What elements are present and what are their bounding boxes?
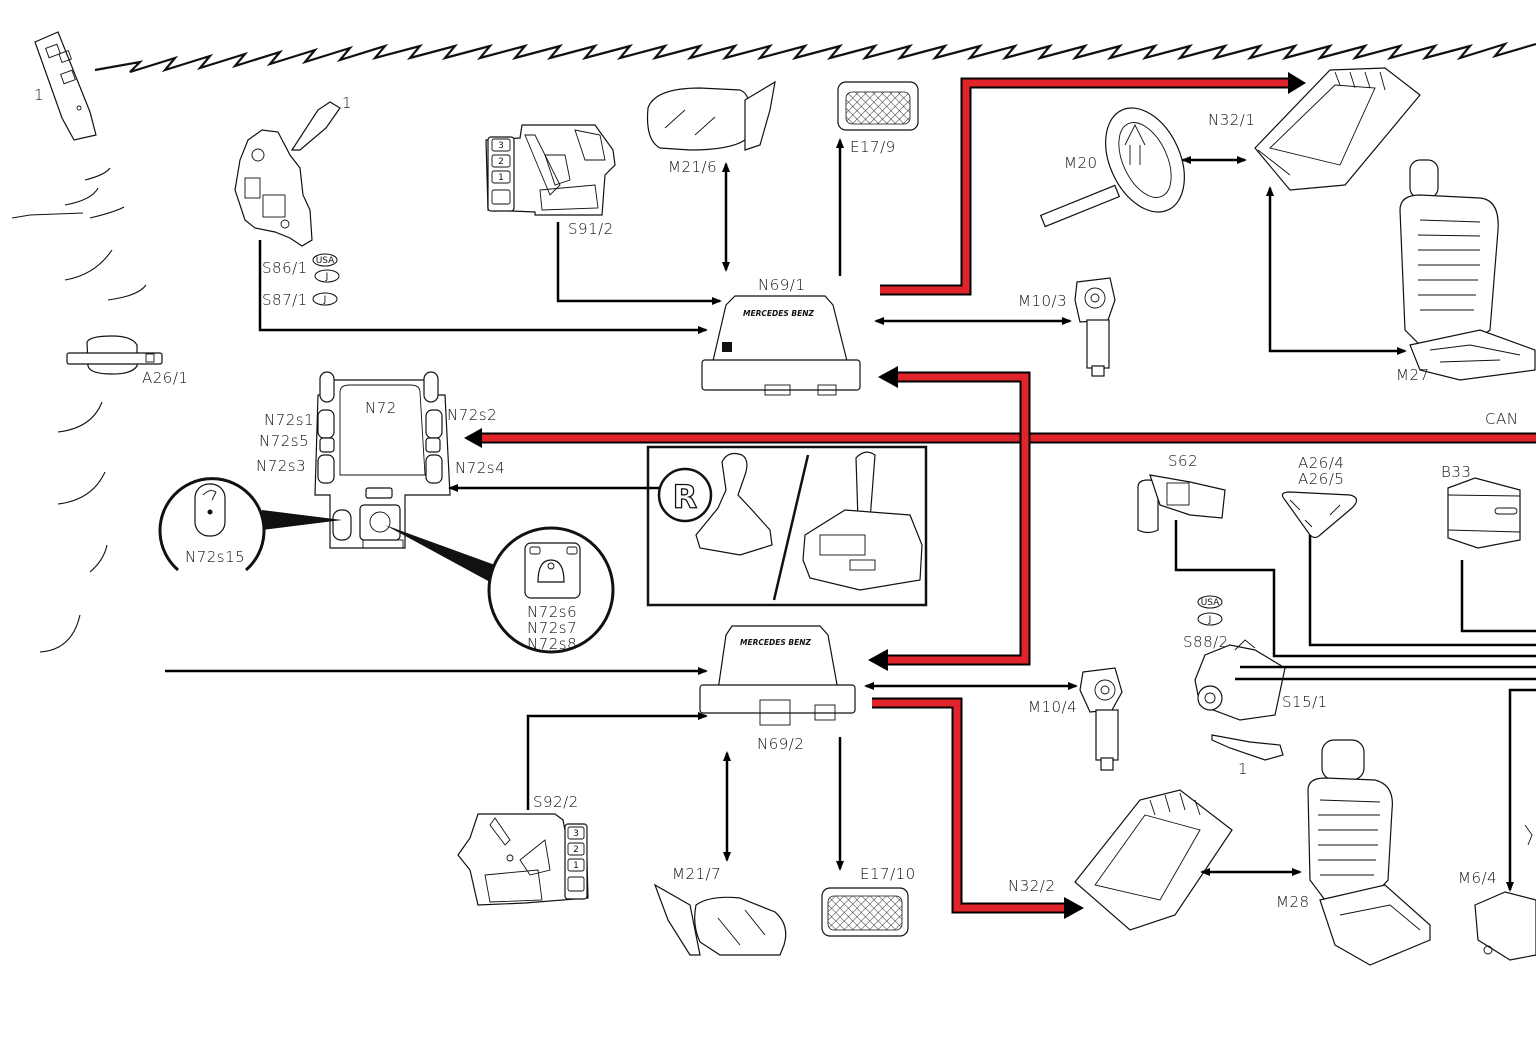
key-lower: 1 — [1211, 734, 1284, 778]
label-n69-2: N69/2 — [757, 735, 804, 753]
seat-m28 — [1307, 739, 1431, 966]
label-e17-9: E17/9 — [850, 138, 896, 156]
gear-selector-panel: R — [646, 445, 928, 607]
window-motor-m10-3 — [1074, 277, 1116, 377]
seat-switch-s92-2: 3 2 1 — [457, 813, 589, 906]
label-m6-4: M6/4 — [1458, 869, 1497, 887]
label-n32-2: N32/2 — [1008, 877, 1055, 895]
svg-text:J: J — [325, 272, 329, 282]
svg-text:J: J — [1208, 615, 1212, 625]
svg-text:3: 3 — [498, 141, 504, 151]
steering-column-m20 — [1039, 107, 1185, 228]
label-m10-4: M10/4 — [1028, 698, 1077, 716]
mirror-m21-6 — [646, 80, 776, 151]
label-n72s4: N72s4 — [455, 459, 505, 477]
label-m10-3: M10/3 — [1018, 292, 1067, 310]
label-m28: M28 — [1276, 893, 1310, 911]
key-fob-remote: 1 — [34, 31, 97, 141]
label-n72s2: N72s2 — [447, 406, 497, 424]
market-badge-j-2: J — [312, 292, 338, 306]
svg-text:2: 2 — [573, 845, 579, 855]
key-label-ignition: 1 — [342, 94, 352, 112]
lamp-e17-10 — [821, 887, 909, 937]
detail-callout-n72s15: N72s15 — [158, 477, 342, 572]
control-module-n69-1: MERCEDES BENZ — [701, 295, 861, 396]
label-m27: M27 — [1396, 366, 1430, 384]
label-a26-4: A26/4 — [1298, 454, 1344, 472]
door-handle-a26-1: A26/1 — [66, 335, 188, 387]
brand-label-n69-1: MERCEDES BENZ — [743, 309, 814, 318]
label-n72s15: N72s15 — [185, 548, 245, 566]
signal-wires — [165, 138, 1536, 892]
radio-signal-zigzag — [94, 41, 1536, 74]
svg-text:R: R — [673, 478, 698, 516]
label-a26-1: A26/1 — [142, 369, 188, 387]
key-fob-label: 1 — [34, 86, 44, 104]
radio-waves — [11, 167, 147, 653]
label-s62: S62 — [1168, 452, 1198, 470]
label-n32-1: N32/1 — [1208, 111, 1255, 129]
mirror-m21-7 — [653, 883, 787, 956]
label-n72s8: N72s8 — [527, 635, 577, 653]
label-s92-2: S92/2 — [533, 793, 579, 811]
seat-module-n32-2 — [1074, 789, 1233, 931]
switch-s62 — [1137, 474, 1226, 534]
label-s88-2: S88/2 — [1183, 633, 1229, 651]
svg-text:1: 1 — [498, 173, 504, 183]
label-s91-2: S91/2 — [568, 220, 614, 238]
seat-switch-s91-2: 3 2 1 — [485, 124, 616, 216]
svg-text:J: J — [323, 295, 327, 305]
label-m21-7: M21/7 — [672, 865, 721, 883]
label-m20: M20 — [1064, 154, 1098, 172]
svg-text:1: 1 — [1238, 760, 1248, 778]
window-motor-m10-4 — [1079, 667, 1123, 771]
label-a26-5: A26/5 — [1298, 470, 1344, 488]
ignition-lock-s86: 1 — [234, 94, 352, 247]
market-badge-j-s88: J — [1197, 612, 1223, 626]
label-n72s7: N72s7 — [527, 619, 577, 637]
label-s87-1: S87/1 — [262, 291, 308, 309]
label-s15-1: S15/1 — [1282, 693, 1328, 711]
market-badge-usa: USA — [312, 253, 338, 267]
seat-m27 — [1399, 159, 1536, 381]
svg-text:USA: USA — [1201, 598, 1220, 608]
market-badge-usa-s88: USA — [1197, 595, 1223, 609]
label-b33: B33 — [1441, 463, 1471, 481]
label-n72: N72 — [365, 399, 397, 417]
label-n69-1: N69/1 — [758, 276, 805, 294]
reverse-badge: R — [657, 467, 713, 523]
label-n72s3: N72s3 — [256, 457, 306, 475]
brand-label-n69-2: MERCEDES BENZ — [740, 638, 811, 647]
detail-callout-n72s6-8: N72s6 N72s7 N72s8 — [385, 525, 615, 654]
market-badge-j: J — [314, 269, 340, 283]
svg-text:1: 1 — [573, 861, 579, 871]
label-n72s5: N72s5 — [259, 432, 309, 450]
svg-text:USA: USA — [316, 256, 335, 266]
antenna-a26-4-5 — [1281, 491, 1358, 539]
label-n72s6: N72s6 — [527, 603, 577, 621]
sensor-b33 — [1447, 477, 1521, 549]
center-console-n72 — [314, 371, 451, 549]
label-e17-10: E17/10 — [860, 865, 916, 883]
can-bus-lines — [464, 72, 1536, 919]
label-s86-1: S86/1 — [262, 259, 308, 277]
svg-text:3: 3 — [573, 829, 579, 839]
motor-m6-4 — [1474, 824, 1536, 961]
lamp-e17-9 — [837, 81, 919, 131]
control-module-n69-2: MERCEDES BENZ — [699, 625, 856, 726]
ignition-switch-s15-1 — [1194, 639, 1286, 721]
svg-text:2: 2 — [498, 157, 504, 167]
label-n72s1: N72s1 — [264, 411, 314, 429]
label-can-bus: CAN — [1485, 410, 1518, 428]
label-m21-6: M21/6 — [668, 158, 717, 176]
